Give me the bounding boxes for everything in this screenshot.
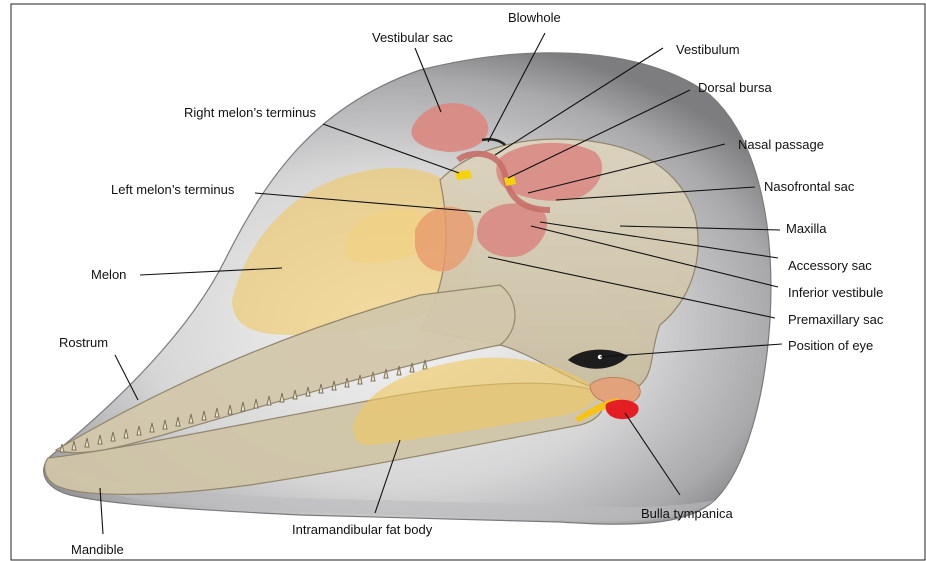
label-nasofrontal-sac: Nasofrontal sac [764, 179, 855, 194]
label-maxilla: Maxilla [786, 221, 827, 236]
label-rostrum: Rostrum [59, 335, 108, 350]
label-intramandibular-fat-body: Intramandibular fat body [292, 522, 433, 537]
label-accessory-sac: Accessory sac [788, 258, 872, 273]
label-nasal-passage: Nasal passage [738, 137, 824, 152]
label-left-melon-terminus: Left melon’s terminus [111, 182, 235, 197]
label-mandible: Mandible [71, 542, 124, 557]
label-bulla-tympanica: Bulla tympanica [641, 506, 734, 521]
label-vestibulum: Vestibulum [676, 42, 740, 57]
label-inferior-vestibule: Inferior vestibule [788, 285, 883, 300]
label-position-of-eye: Position of eye [788, 338, 873, 353]
label-vestibular-sac: Vestibular sac [372, 30, 453, 45]
label-right-melon-terminus: Right melon’s terminus [184, 105, 316, 120]
label-blowhole: Blowhole [508, 10, 561, 25]
label-dorsal-bursa: Dorsal bursa [698, 80, 772, 95]
label-premaxillary-sac: Premaxillary sac [788, 312, 884, 327]
label-melon: Melon [91, 267, 126, 282]
